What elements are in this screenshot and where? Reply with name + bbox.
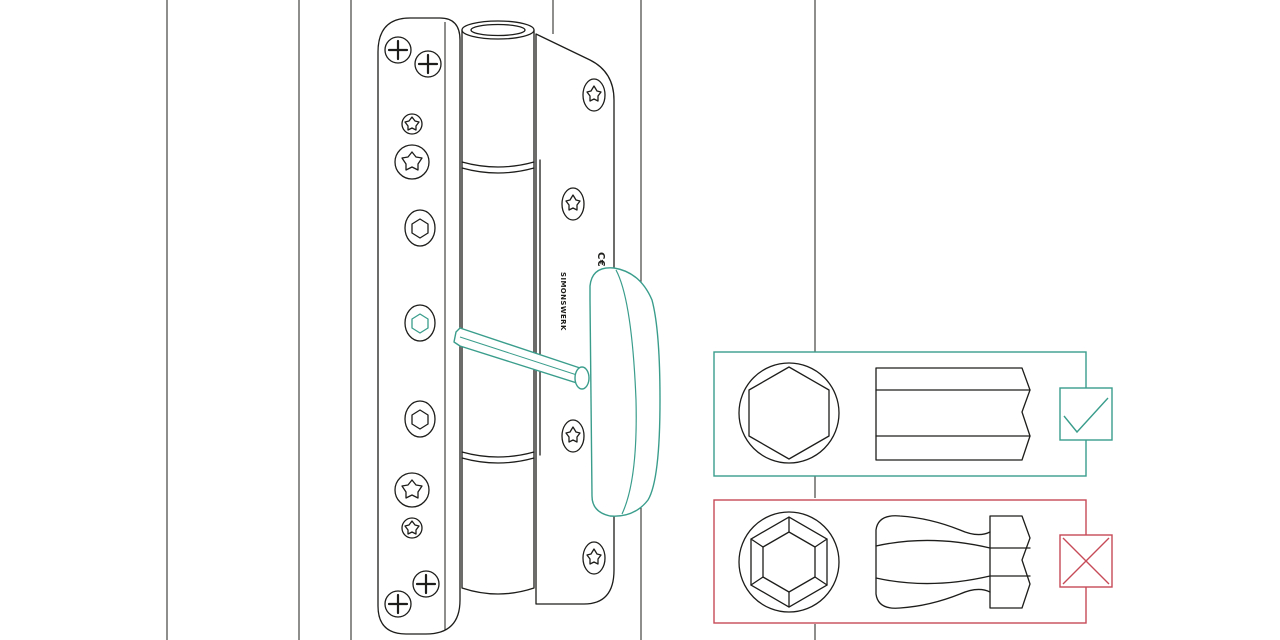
phillips-screw-icon [384, 590, 412, 618]
door-leaf-screws [561, 78, 606, 575]
incorrect-tool-panel [713, 499, 1113, 624]
barrel-pin [470, 23, 526, 37]
ce-mark: C€ [595, 252, 606, 267]
phillips-screw-icon [384, 36, 412, 64]
hex-socket-screw-icon [404, 209, 436, 247]
torx-screw-icon [561, 419, 585, 453]
torx-screw-icon [582, 541, 606, 575]
hinge-barrel [461, 20, 535, 595]
incorrect-panel-frame [713, 499, 1087, 624]
torx-screw-icon [394, 472, 430, 508]
knuckle-joint [461, 457, 535, 464]
phillips-screw-icon [414, 50, 442, 78]
hex-key-cross-section-icon [738, 362, 840, 464]
phillips-screw-icon [412, 570, 440, 598]
t-handle-grip [589, 267, 661, 517]
checkmark-icon [1059, 387, 1113, 441]
hex-key-shaft-edge [459, 336, 581, 377]
hex-socket-screw-icon [404, 400, 436, 438]
barrel-top [461, 20, 535, 40]
torx-screw-icon [561, 187, 585, 221]
correct-tool-panel [713, 351, 1113, 477]
t-handle-grip-edge [615, 269, 637, 515]
frame-leaf-screws [384, 36, 442, 618]
hex-socket-screw-icon-highlighted [404, 304, 436, 342]
worn-hex-key-side-view-icon [875, 515, 1031, 609]
knuckle-joint [461, 451, 535, 458]
correct-panel-frame [713, 351, 1087, 477]
torx-screw-icon [582, 78, 606, 112]
brand-label: SIMONSWERK [559, 272, 567, 331]
worn-hex-key-cross-section-icon [738, 511, 840, 613]
torx-screw-icon [394, 144, 430, 180]
torx-screw-icon [401, 517, 423, 539]
hex-key-side-view-icon [875, 367, 1031, 461]
hex-key-collar [574, 366, 590, 390]
barrel-body [461, 29, 535, 595]
cross-icon [1059, 534, 1113, 588]
knuckle-joint [461, 167, 535, 174]
t-handle-hex-key [453, 267, 661, 517]
knuckle-joint [461, 161, 535, 168]
torx-screw-icon [401, 113, 423, 135]
